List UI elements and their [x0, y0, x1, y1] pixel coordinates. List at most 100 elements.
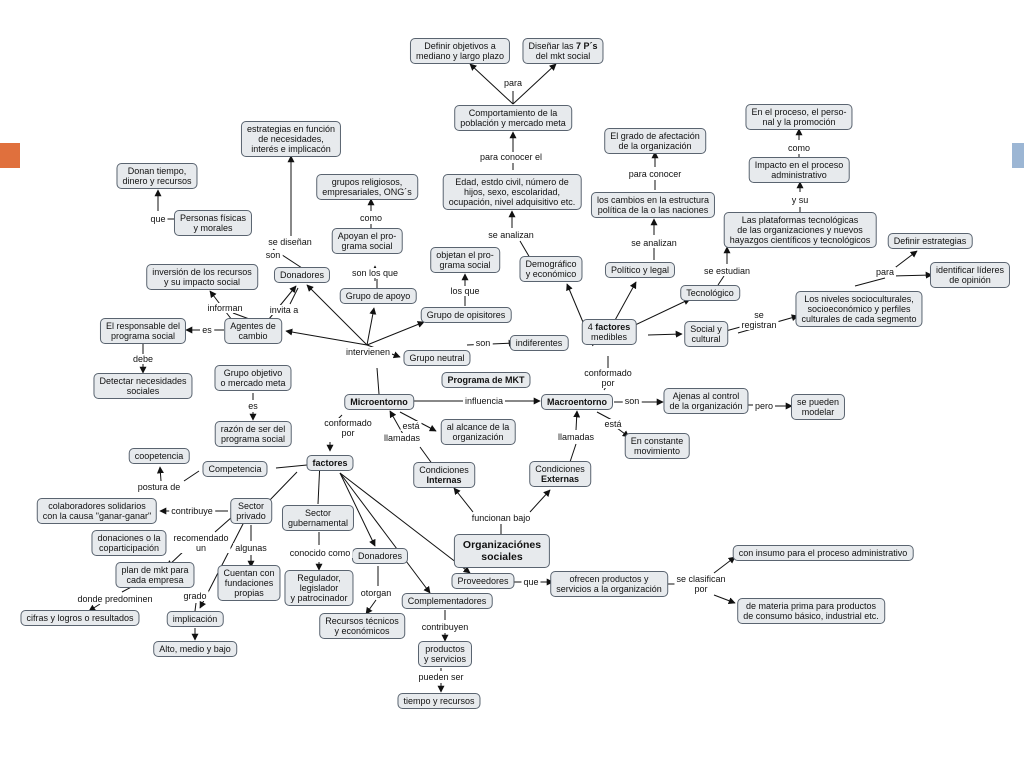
- link-label-debe: debe: [130, 354, 156, 364]
- connector-line: [713, 556, 736, 574]
- connector-line: [339, 472, 471, 574]
- link-label-son-indif: son: [473, 338, 493, 348]
- connector-line: [854, 277, 886, 287]
- link-label-para-conocer: para conocer: [626, 169, 684, 179]
- link-label-algunas: algunas: [233, 543, 269, 553]
- link-label-es: es: [200, 325, 214, 335]
- connector-line: [366, 321, 425, 346]
- connector-line: [285, 328, 368, 346]
- link-label-para-lideres: para: [873, 267, 897, 277]
- node-niveles: Los niveles socioculturales,socioeconómi…: [795, 291, 923, 327]
- node-grupos-religiosos: grupos religiosos,empresariales, ONG´s: [316, 174, 418, 200]
- connector-line: [275, 464, 308, 469]
- connector-line: [647, 330, 683, 338]
- node-programa-mkt: Programa de MKT: [441, 372, 531, 388]
- node-competencia: Competencia: [202, 461, 268, 477]
- connector-line: [453, 487, 474, 513]
- connector-line: [713, 594, 736, 605]
- node-definir-estrategias: Definir estrategias: [887, 233, 973, 249]
- link-label-esta-constante: está: [602, 419, 624, 429]
- connector-line: [596, 411, 613, 421]
- link-label-que: que: [148, 214, 168, 224]
- link-label-pueden-ser: pueden ser: [416, 672, 466, 682]
- link-label-son-ajenas: son: [622, 396, 642, 406]
- node-donadores-2: Donadores: [351, 548, 409, 564]
- connector-line: [529, 489, 551, 513]
- link-label-como: como: [785, 143, 813, 153]
- node-donadores-1: Donadores: [273, 267, 331, 283]
- connector-line: [366, 307, 377, 346]
- left-slide-tab: [0, 143, 20, 168]
- connector-line: [88, 603, 101, 612]
- link-label-contribuye: contribuye: [169, 506, 215, 516]
- connector-line: [717, 275, 725, 286]
- node-alto-medio: Alto, medio y bajo: [153, 641, 237, 657]
- connector-line: [339, 472, 431, 594]
- link-label-invita-a: invita a: [267, 305, 301, 315]
- connector-line: [289, 287, 299, 305]
- connector-line: [632, 298, 691, 327]
- node-el-proceso: En el proceso, el perso-nal y la promoci…: [745, 104, 853, 130]
- link-label-son: son: [263, 250, 283, 260]
- connector-line: [156, 466, 164, 482]
- connector-line: [183, 470, 200, 482]
- link-label-llamadas-internas: llamadas: [381, 433, 423, 443]
- link-label-es-razon: es: [246, 401, 260, 411]
- node-objetan: objetan el pro-grama social: [430, 247, 500, 273]
- connector-line: [267, 471, 298, 503]
- link-label-se-analizan-1: se analizan: [486, 230, 536, 240]
- connector-line: [306, 284, 368, 346]
- node-cifras: cifras y logros o resultados: [20, 610, 140, 626]
- node-indiferentes: indiferentes: [509, 335, 569, 351]
- connector-line: [613, 281, 637, 323]
- link-label-grado: grado: [181, 591, 209, 601]
- link-label-se-disenan: se diseñan: [266, 237, 314, 247]
- node-grupo-neutral: Grupo neutral: [403, 350, 471, 366]
- connector-line: [469, 63, 514, 105]
- connector-line: [376, 367, 380, 395]
- link-label-y-su: y su: [789, 195, 811, 205]
- node-grupo-apoyo: Grupo de apoyo: [339, 288, 417, 304]
- connector-line: [891, 271, 933, 279]
- link-label-donde-predominen: donde predominen: [75, 594, 155, 604]
- link-label-pero: pero: [752, 401, 776, 411]
- link-label-que-prov: que: [521, 577, 541, 587]
- node-implicacion: implicación: [166, 611, 224, 627]
- connector-line: [365, 599, 377, 615]
- link-label-influencia: influencia: [462, 396, 506, 406]
- node-tecnologico: Tecnológico: [680, 285, 740, 301]
- node-grupo-opositores: Grupo de opisitores: [420, 307, 512, 323]
- node-tiempo-recursos: tiempo y recursos: [397, 693, 481, 709]
